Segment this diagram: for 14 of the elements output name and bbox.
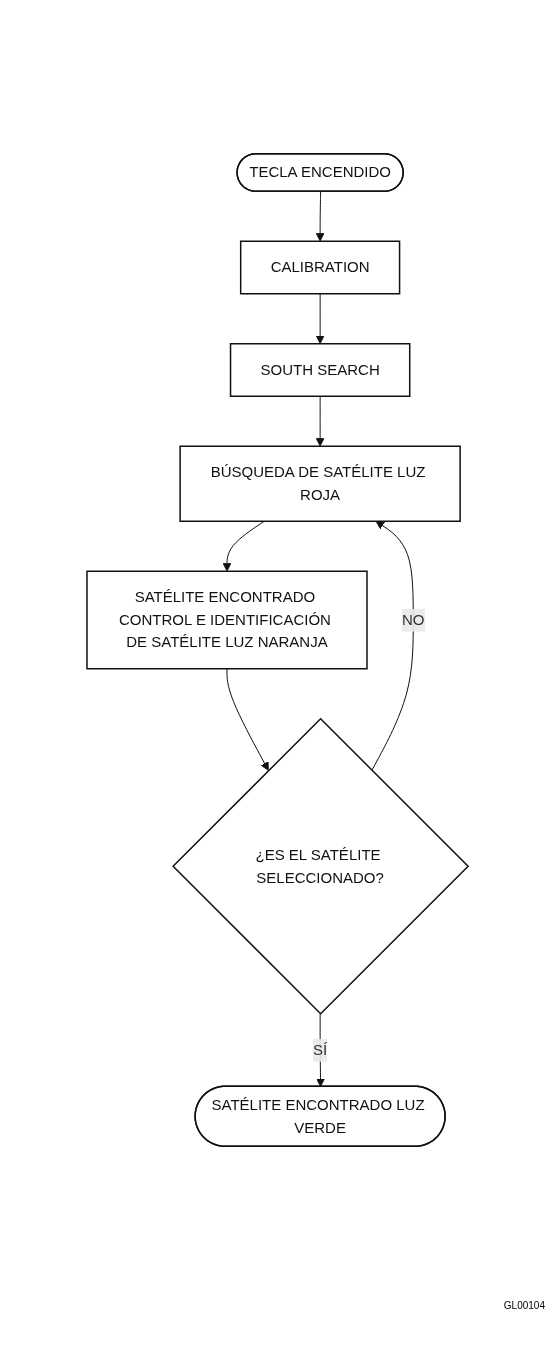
node-box: SATÉLITE ENCONTRADO CONTROL E IDENTIFICACIÓN DE SATÉLITE LUZ NARANJA (86, 570, 368, 670)
arrow (315, 293, 325, 345)
arrow (222, 520, 265, 572)
arrow (315, 191, 325, 242)
arrow (315, 395, 325, 447)
arrow (226, 668, 269, 771)
arrow (371, 520, 414, 771)
node-box: CALIBRATION (239, 240, 401, 295)
node-diamond: ¿ES EL SATÉLITE SELECCIONADO? (172, 717, 470, 1015)
node-box: SOUTH SEARCH (229, 343, 411, 397)
edge-label: NO (401, 610, 425, 628)
edge-label: SÍ (312, 1040, 328, 1058)
node-box: BÚSQUEDA DE SATÉLITE LUZ ROJA (179, 445, 461, 522)
figure-code: GL00104 (502, 1300, 545, 1311)
